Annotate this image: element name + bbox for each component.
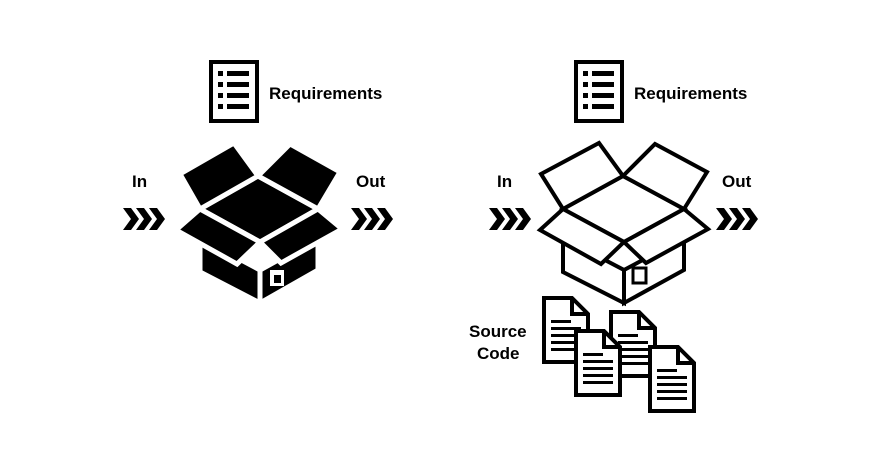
left-panel: Requirements In Out bbox=[123, 60, 393, 308]
source-file-icon bbox=[574, 329, 622, 397]
input-label: In bbox=[132, 172, 147, 191]
black-box-icon bbox=[171, 139, 347, 308]
right-panel: Requirements In Out Source Code bbox=[469, 60, 758, 413]
input-label: In bbox=[497, 172, 512, 191]
output-label: Out bbox=[722, 172, 752, 191]
output-arrows-icon bbox=[716, 208, 758, 230]
checklist-icon bbox=[574, 60, 624, 123]
source-file-icon bbox=[648, 345, 696, 413]
source-code-label-line1: Source bbox=[469, 322, 527, 341]
checklist-icon bbox=[209, 60, 259, 123]
white-box-icon bbox=[536, 140, 712, 307]
output-arrows-icon bbox=[351, 208, 393, 230]
output-label: Out bbox=[356, 172, 386, 191]
requirements-label: Requirements bbox=[634, 84, 747, 103]
input-arrows-icon bbox=[123, 208, 165, 230]
requirements-label: Requirements bbox=[269, 84, 382, 103]
source-code-label-line2: Code bbox=[477, 344, 520, 363]
input-arrows-icon bbox=[489, 208, 531, 230]
